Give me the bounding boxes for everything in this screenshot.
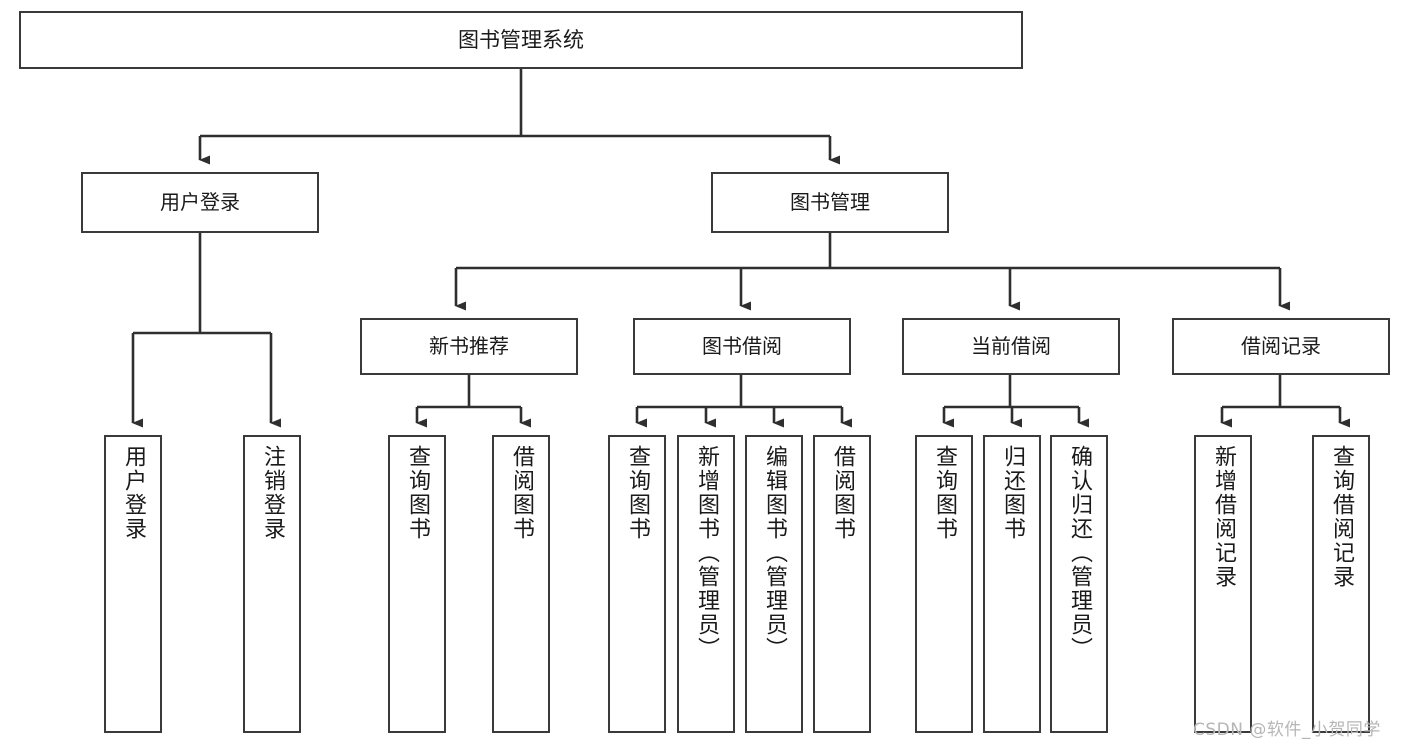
leaf-book-borrow-query[interactable]: 查询图书 (608, 435, 666, 733)
leaf-new-book-borrow-label: 借阅图书 (509, 445, 534, 541)
leaf-borrow-record-query[interactable]: 查询借阅记录 (1312, 435, 1370, 733)
leaf-book-borrow-query-label: 查询图书 (625, 445, 650, 541)
leaf-new-book-query[interactable]: 查询图书 (388, 435, 446, 733)
node-user-login[interactable]: 用户登录 (81, 172, 319, 233)
leaf-book-borrow-add[interactable]: 新增图书（管理员） (677, 435, 735, 733)
node-book-borrow-label: 图书借阅 (702, 333, 782, 358)
node-new-book-recommend[interactable]: 新书推荐 (360, 318, 578, 375)
node-new-book-recommend-label: 新书推荐 (429, 333, 509, 358)
node-book-borrow[interactable]: 图书借阅 (633, 318, 851, 375)
leaf-book-borrow-borrow-label: 借阅图书 (830, 445, 855, 541)
leaf-user-login-signout-label: 注销登录 (260, 445, 285, 541)
leaf-borrow-record-query-label: 查询借阅记录 (1329, 445, 1354, 589)
leaf-user-login-signin[interactable]: 用户登录 (104, 435, 162, 733)
node-current-borrow[interactable]: 当前借阅 (902, 318, 1120, 375)
leaf-user-login-signout[interactable]: 注销登录 (243, 435, 301, 733)
node-root-system[interactable]: 图书管理系统 (19, 11, 1023, 69)
node-borrow-record-label: 借阅记录 (1241, 333, 1321, 358)
leaf-borrow-record-add-label: 新增借阅记录 (1211, 445, 1236, 589)
leaf-user-login-signin-label: 用户登录 (121, 445, 146, 541)
node-book-management[interactable]: 图书管理 (711, 172, 949, 233)
leaf-book-borrow-borrow[interactable]: 借阅图书 (813, 435, 871, 733)
node-current-borrow-label: 当前借阅 (971, 333, 1051, 358)
leaf-book-borrow-add-label: 新增图书（管理员） (694, 445, 719, 661)
leaf-current-borrow-return[interactable]: 归还图书 (983, 435, 1041, 733)
leaf-current-borrow-confirm-label: 确认归还（管理员） (1067, 445, 1092, 661)
leaf-new-book-borrow[interactable]: 借阅图书 (492, 435, 550, 733)
leaf-current-borrow-return-label: 归还图书 (1000, 445, 1025, 541)
node-borrow-record[interactable]: 借阅记录 (1172, 318, 1390, 375)
node-book-management-label: 图书管理 (790, 189, 870, 214)
node-user-login-label: 用户登录 (160, 189, 240, 214)
leaf-new-book-query-label: 查询图书 (405, 445, 430, 541)
leaf-current-borrow-query[interactable]: 查询图书 (915, 435, 973, 733)
leaf-current-borrow-query-label: 查询图书 (932, 445, 957, 541)
leaf-current-borrow-confirm[interactable]: 确认归还（管理员） (1050, 435, 1108, 733)
leaf-book-borrow-edit[interactable]: 编辑图书（管理员） (745, 435, 803, 733)
leaf-borrow-record-add[interactable]: 新增借阅记录 (1194, 435, 1252, 733)
leaf-book-borrow-edit-label: 编辑图书（管理员） (762, 445, 787, 661)
node-root-label: 图书管理系统 (458, 27, 584, 52)
